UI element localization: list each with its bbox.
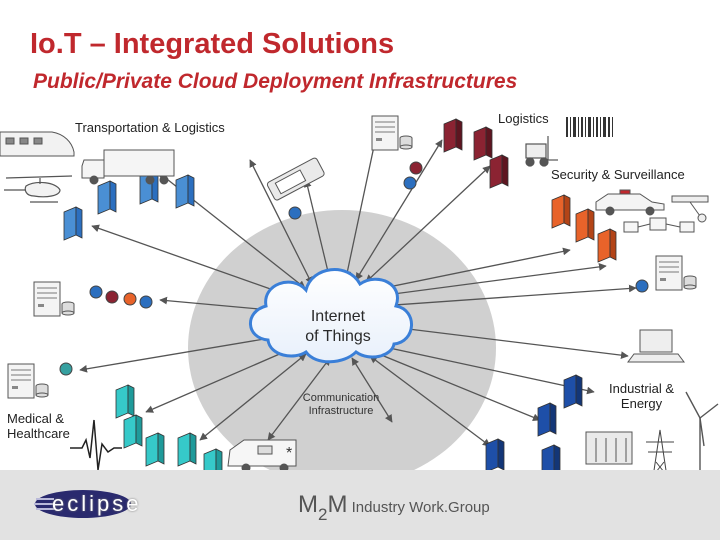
slide-subtitle: Public/Private Cloud Deployment Infrastr…	[33, 70, 518, 93]
label-security: Security & Surveillance	[551, 167, 685, 182]
barcode-icon	[566, 117, 613, 137]
label-medical-line1: Medical &	[7, 411, 65, 426]
label-logistics: Logistics	[498, 111, 549, 126]
label-industrial-line2: Energy	[620, 396, 663, 411]
label-transportation: Transportation & Logistics	[75, 120, 225, 135]
comm-infrastructure-label: Communication Infrastructure	[290, 392, 392, 418]
helicopter-icon	[4, 175, 73, 203]
server-icon	[655, 255, 697, 291]
label-medical-line2: Healthcare	[7, 426, 70, 441]
comm-label-line1: Communication	[302, 392, 380, 404]
comm-label-line2: Infrastructure	[308, 405, 374, 417]
wind-turbine-icon	[685, 391, 719, 486]
label-industrial-line1: Industrial &	[609, 381, 675, 396]
node-dots	[59, 161, 649, 376]
server-icon	[371, 115, 413, 151]
truck-icon	[81, 149, 175, 185]
iot-cloud	[249, 268, 413, 364]
sensor-chain-icon	[623, 217, 695, 233]
label-medical: Medical & Healthcare	[7, 411, 70, 441]
svg-text:*: *	[286, 445, 292, 462]
m2m-workgroup-label: M2M Industry Work.Group	[298, 491, 490, 524]
m2m-2: 2	[318, 505, 328, 524]
label-industrial: Industrial & Energy	[609, 381, 674, 411]
satellite-icon	[671, 195, 709, 223]
car-icon	[595, 189, 665, 216]
device-boxes	[63, 118, 617, 483]
forklift-icon	[525, 136, 558, 167]
cloud-label-line1: Internet	[310, 308, 366, 325]
eclipse-logo-icon	[34, 490, 131, 518]
train-icon	[0, 131, 75, 157]
ecg-icon	[70, 419, 122, 471]
m2m-rest: Industry Work.Group	[347, 499, 490, 516]
eclipse-logo-text: eclipse	[52, 491, 142, 516]
rack-unit-icon	[585, 431, 633, 465]
m2m-m1: M	[298, 491, 318, 518]
cloud-label-line2: of Things	[305, 328, 371, 345]
ambulance-icon: *	[227, 439, 297, 473]
m2m-m2: M	[327, 491, 348, 518]
cloud-label: Internet of Things	[288, 307, 388, 347]
server-icon	[33, 281, 75, 317]
slide-title: Io.T – Integrated Solutions	[30, 28, 395, 60]
handheld-icon	[266, 157, 325, 201]
laptop-icon	[627, 329, 685, 363]
server-icon	[7, 363, 49, 399]
